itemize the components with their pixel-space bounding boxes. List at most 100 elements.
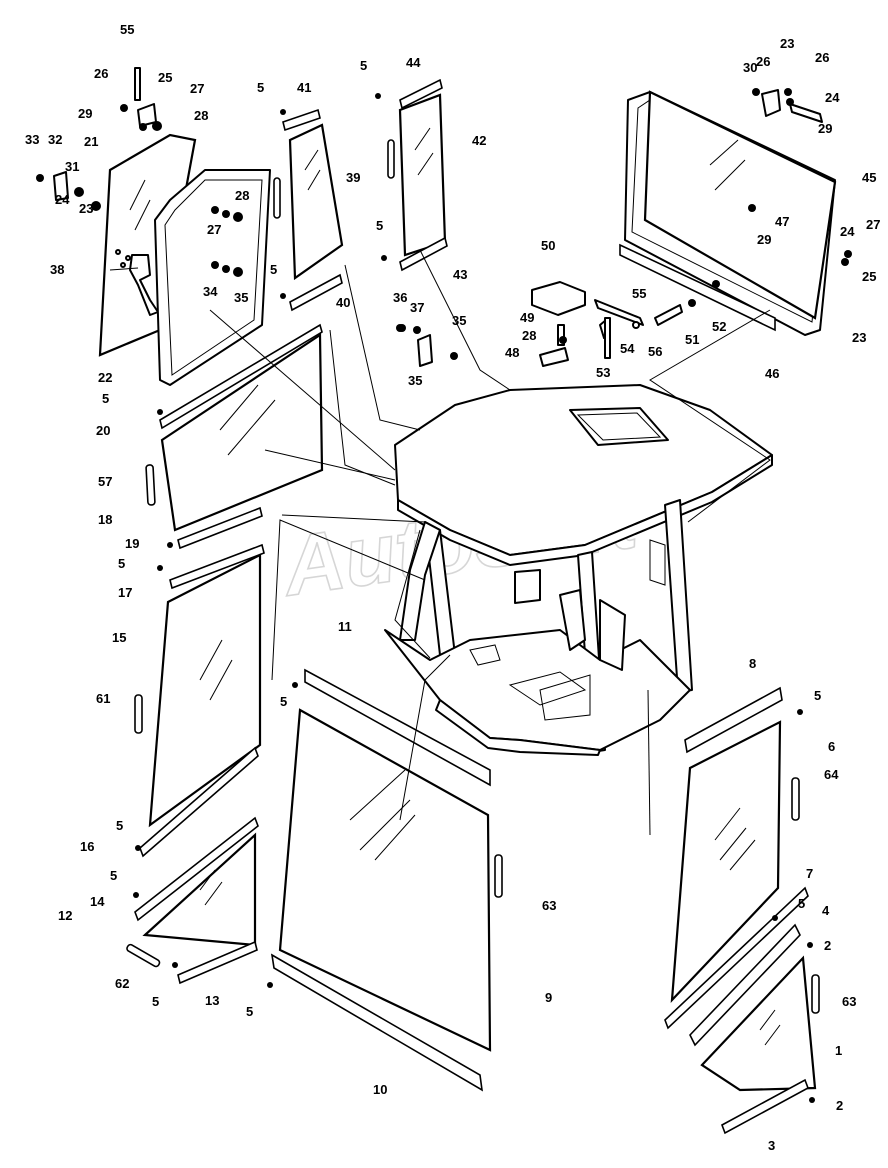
callout-24b: 24 bbox=[825, 90, 840, 105]
callout-33: 33 bbox=[25, 132, 39, 147]
strip-16 bbox=[139, 746, 259, 858]
glass-18 bbox=[160, 332, 324, 532]
callout-24c: 25 bbox=[862, 269, 876, 284]
callout-5a: 5 bbox=[270, 262, 277, 277]
callout-26c: 27 bbox=[866, 217, 880, 232]
cab-floor bbox=[384, 629, 691, 751]
callout-5j: 5 bbox=[280, 694, 287, 709]
seal-63-right bbox=[811, 974, 820, 1014]
leader-lines bbox=[109, 249, 771, 836]
callout-6: 6 bbox=[828, 739, 835, 754]
callout-35a: 35 bbox=[234, 290, 248, 305]
callout-4: 4 bbox=[822, 903, 830, 918]
glass-46 bbox=[643, 90, 837, 320]
callout-25a: 25 bbox=[158, 70, 172, 85]
callout-22a: 22 bbox=[98, 370, 112, 385]
callout-54: 53 bbox=[596, 365, 610, 380]
callout-16: 16 bbox=[80, 839, 94, 854]
strip-17 bbox=[169, 543, 265, 590]
seal-62 bbox=[134, 694, 143, 734]
strip-44 bbox=[399, 236, 448, 272]
callout-40: 39 bbox=[346, 170, 360, 185]
callout-35b: 35 bbox=[452, 313, 466, 328]
fasteners bbox=[36, 67, 852, 1103]
callout-26b: 26 bbox=[815, 50, 829, 65]
callout-5d: 5 bbox=[376, 218, 383, 233]
strip-7 bbox=[664, 886, 809, 1030]
callout-22b: 23 bbox=[852, 330, 866, 345]
callout-5b: 5 bbox=[257, 80, 264, 95]
seal-2-center bbox=[387, 139, 395, 179]
callout-20: 20 bbox=[96, 423, 110, 438]
strip-20 bbox=[159, 323, 323, 430]
strip-41 bbox=[289, 273, 343, 312]
callout-38: 37 bbox=[410, 300, 424, 315]
callout-44: 43 bbox=[453, 267, 467, 282]
callout-labels: 55 26 25 27 29 28 33 32 21 31 24 23 38 3… bbox=[25, 22, 880, 1153]
callout-41: 40 bbox=[336, 295, 350, 310]
callout-23b: 23 bbox=[780, 36, 794, 51]
callout-14: 14 bbox=[90, 894, 105, 909]
glass-1 bbox=[700, 955, 817, 1092]
callout-64: 63 bbox=[542, 898, 556, 913]
callout-47: 46 bbox=[765, 366, 779, 381]
callout-5e: 5 bbox=[102, 391, 109, 406]
seal-64 bbox=[494, 854, 503, 898]
seal-63-left bbox=[126, 943, 161, 968]
strip-47 bbox=[619, 243, 776, 332]
strip-19 bbox=[177, 506, 263, 550]
strip-3 bbox=[721, 1078, 809, 1135]
callout-11: 11 bbox=[338, 619, 352, 634]
callout-21: 21 bbox=[84, 134, 98, 149]
callout-63a: 62 bbox=[115, 976, 129, 991]
callout-5i: 5 bbox=[152, 994, 159, 1009]
callout-27b: 27 bbox=[207, 222, 221, 237]
callout-5l: 5 bbox=[814, 688, 821, 703]
callout-52: 51 bbox=[685, 332, 699, 347]
callout-23a: 23 bbox=[79, 201, 93, 216]
callout-1: 1 bbox=[835, 1043, 842, 1058]
callout-13: 13 bbox=[205, 993, 219, 1008]
callout-9: 9 bbox=[545, 990, 552, 1005]
callout-29b: 29 bbox=[818, 121, 832, 136]
callout-10: 10 bbox=[373, 1082, 387, 1097]
callout-5m: 5 bbox=[798, 896, 805, 911]
callout-46: 45 bbox=[862, 170, 876, 185]
glass-6 bbox=[670, 720, 782, 1004]
strip-10 bbox=[270, 953, 484, 1092]
callout-42: 41 bbox=[297, 80, 311, 95]
callout-5f: 5 bbox=[118, 556, 125, 571]
callout-49: 48 bbox=[505, 345, 519, 360]
seal-61 bbox=[145, 464, 156, 506]
callout-53: 52 bbox=[712, 319, 726, 334]
callout-15: 15 bbox=[112, 630, 126, 645]
callout-30a: 29 bbox=[78, 106, 92, 121]
callout-25b: 26 bbox=[756, 54, 770, 69]
callout-51: 50 bbox=[541, 238, 555, 253]
strip-45 bbox=[399, 78, 443, 110]
callout-5o: 2 bbox=[836, 1098, 843, 1113]
callout-5k: 5 bbox=[246, 1004, 253, 1019]
callout-18: 18 bbox=[98, 512, 112, 527]
callout-62: 61 bbox=[96, 691, 110, 706]
strip-42 bbox=[282, 108, 321, 132]
callout-17: 17 bbox=[118, 585, 132, 600]
roof-hatch bbox=[569, 407, 669, 446]
callout-8: 8 bbox=[749, 656, 756, 671]
callout-5c: 5 bbox=[360, 58, 367, 73]
callout-19: 19 bbox=[125, 536, 139, 551]
glass-15 bbox=[148, 553, 262, 828]
callout-24a: 24 bbox=[55, 192, 70, 207]
strip-14 bbox=[134, 816, 259, 922]
callout-12: 12 bbox=[58, 908, 72, 923]
hinge-39 bbox=[129, 254, 159, 316]
callout-27c: 28 bbox=[522, 328, 536, 343]
callout-56: 55 bbox=[632, 286, 646, 301]
callout-37: 36 bbox=[393, 290, 407, 305]
callout-48: 47 bbox=[775, 214, 789, 229]
strip-4 bbox=[689, 923, 801, 1047]
callout-28c: 29 bbox=[757, 232, 771, 247]
callout-5h: 5 bbox=[110, 868, 117, 883]
callout-23c: 24 bbox=[840, 224, 855, 239]
callout-55: 54 bbox=[620, 341, 635, 356]
